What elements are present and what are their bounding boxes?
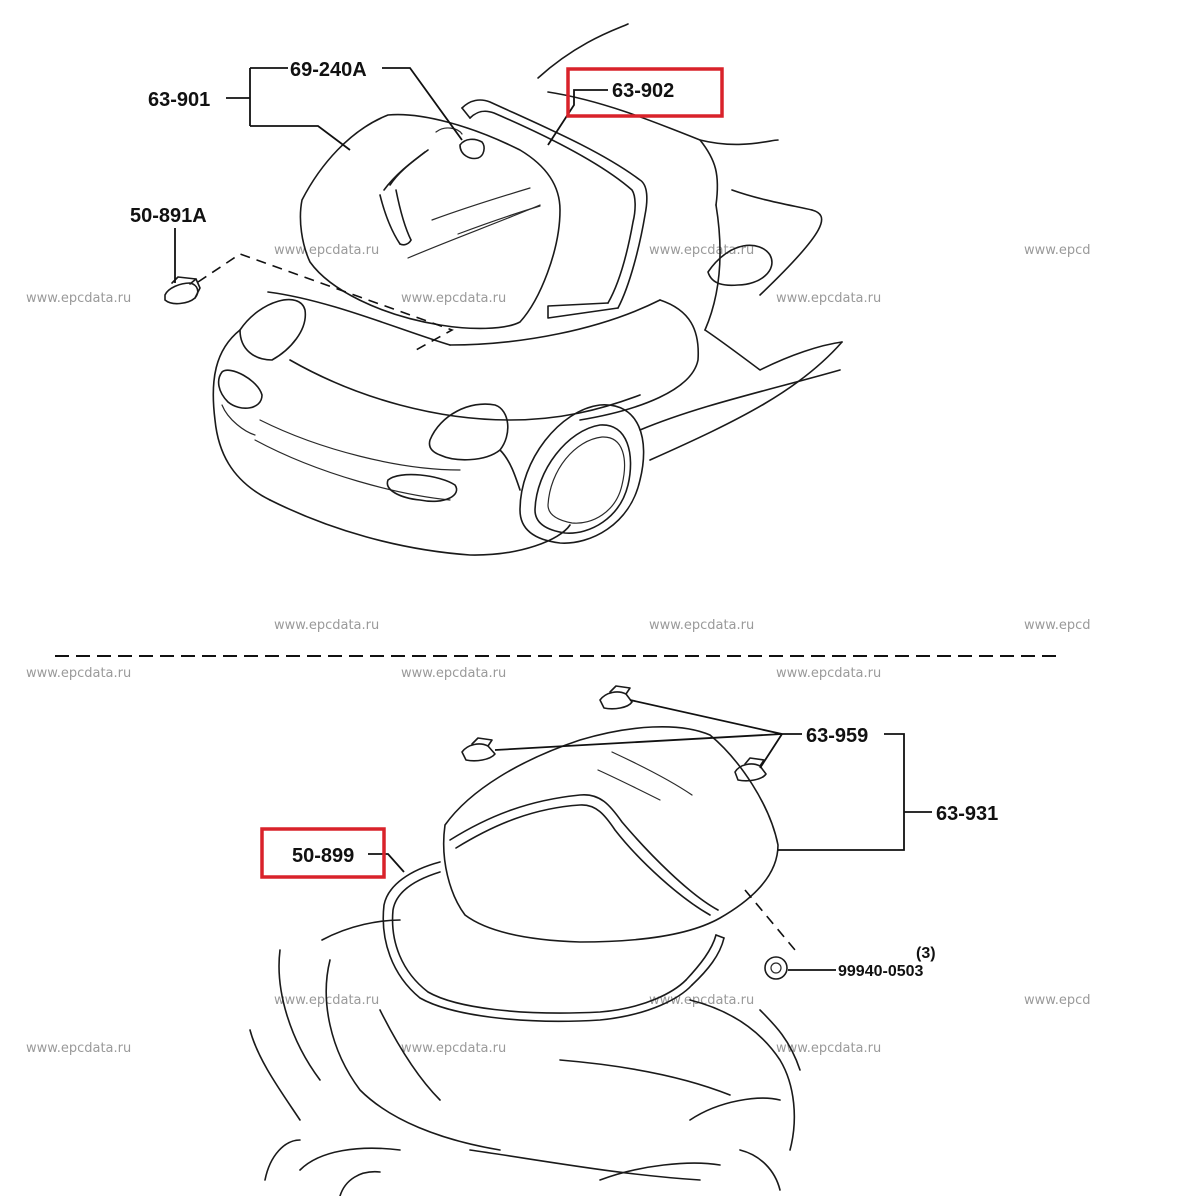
watermark: www.epcdata.ru [401,666,506,681]
label-nut: 99940-0503 [838,963,924,980]
clip-leader-dashed [197,253,454,351]
highlight-box-rear-seal [260,827,386,879]
highlight-box-windshield-molding [566,67,724,118]
label-mirror-base: 69-240A [290,59,367,81]
windshield-molding [461,99,648,319]
upper-leader-lines [174,67,608,283]
nut-leader-dashed [744,889,796,951]
mirror-base [435,127,485,160]
label-clip: 50-891A [130,205,207,227]
label-rear-glass: 63-931 [936,803,998,825]
lower-leader-lines [368,699,932,971]
label-windshield-molding: 63-902 [612,80,674,102]
windshield-glass [299,113,561,330]
watermark: www.epcdata.ru [401,1041,506,1056]
clip-part [164,276,201,305]
watermark: www.epcdata.ru [274,618,379,633]
lower-car-body [249,919,801,1196]
upper-car-body [212,23,843,556]
watermark: www.epcdata.ru [26,666,131,681]
watermark: www.epcdata.ru [26,1041,131,1056]
watermarks: www.epcdata.ru www.epcdata.ru www.epcd w… [26,243,1091,1056]
watermark: www.epcdata.ru [649,243,754,258]
label-fastener: 63-959 [806,725,868,747]
watermark: www.epcdata.ru [649,618,754,633]
watermark: www.epcdata.ru [26,291,131,306]
watermark: www.epcd [1024,618,1091,633]
watermark: www.epcdata.ru [274,243,379,258]
watermark: www.epcdata.ru [776,1041,881,1056]
watermark: www.epcd [1024,243,1091,258]
label-windshield: 63-901 [148,89,210,111]
watermark: www.epcdata.ru [776,666,881,681]
watermark: www.epcdata.ru [649,993,754,1008]
watermark: www.epcd [1024,993,1091,1008]
watermark: www.epcdata.ru [401,291,506,306]
rear-seal [382,861,725,1023]
label-rear-seal: 50-899 [292,845,354,867]
label-nut-qty: (3) [916,945,936,962]
nut-part [764,956,788,980]
fastener-parts [461,685,767,782]
rear-glass [442,725,779,943]
watermark: www.epcdata.ru [776,291,881,306]
